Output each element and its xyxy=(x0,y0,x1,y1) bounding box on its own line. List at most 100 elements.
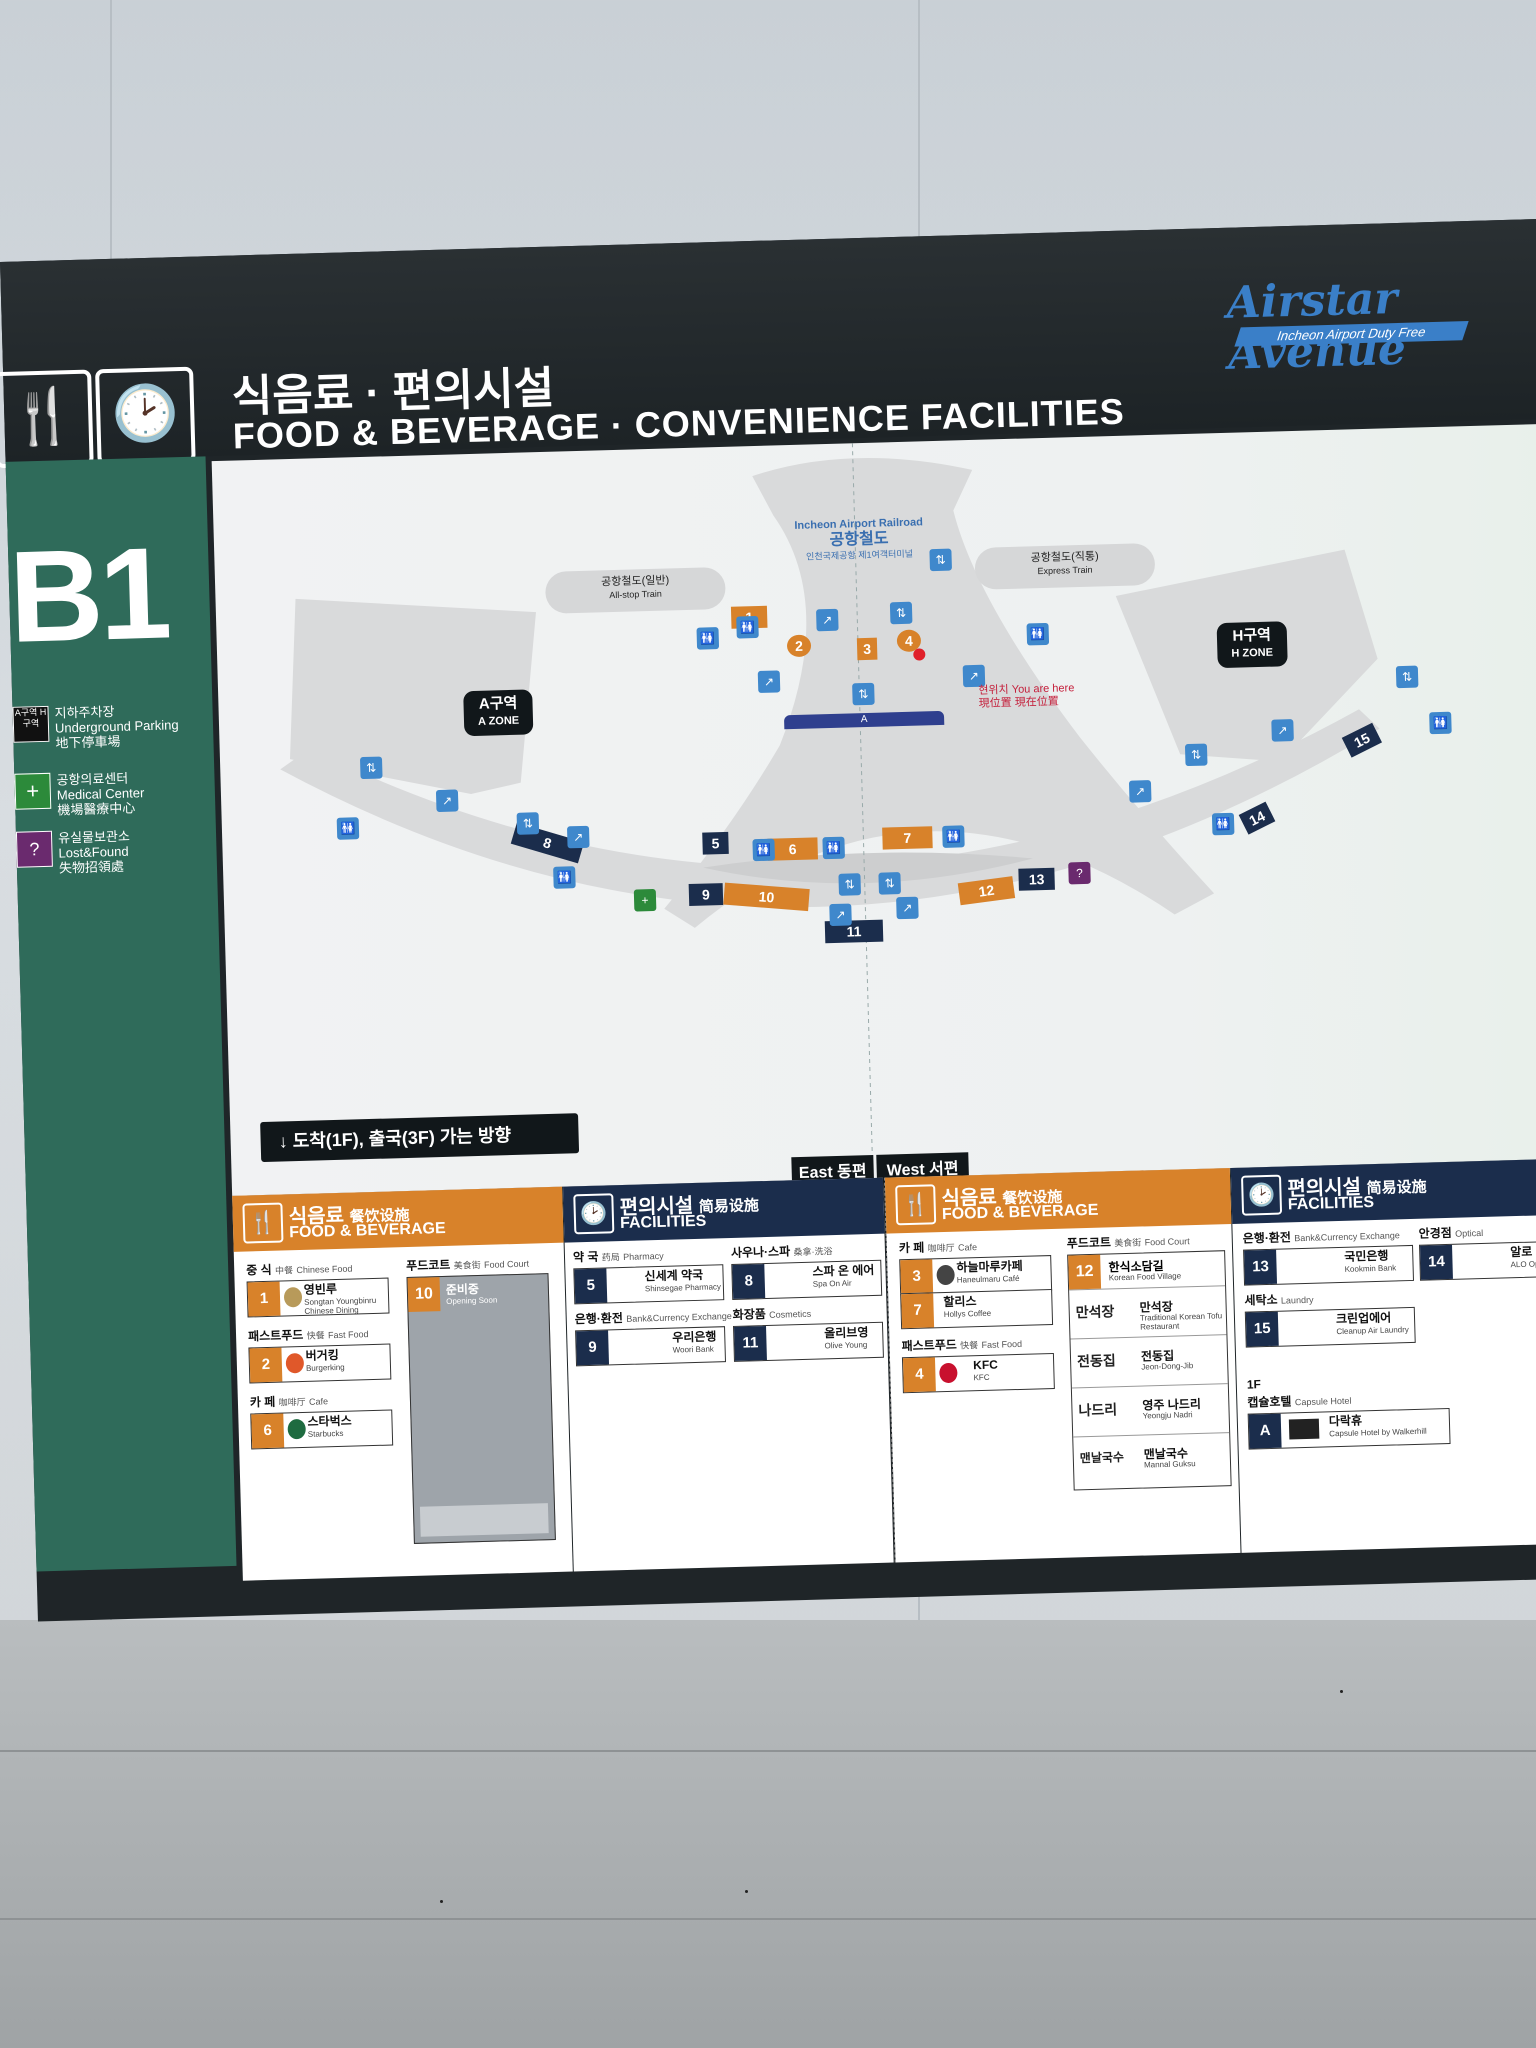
cat-bank: 은행·환전 Bank&Currency Exchange xyxy=(574,1306,732,1327)
directory-entry-1[interactable]: 1 영빈루 Songtan Youngbinru Chinese Dining xyxy=(246,1277,390,1318)
cat-fastfood: 패스트푸드 快餐 Fast Food xyxy=(248,1324,369,1344)
shop-9[interactable]: 9 xyxy=(688,883,724,907)
cat-cafe-west-kr: 카 페 xyxy=(898,1240,925,1256)
shop-13[interactable]: 13 xyxy=(1018,867,1055,891)
foodcourt-row[interactable]: 맨날국수 맨날국수 Mannal Guksu xyxy=(1073,1433,1230,1487)
foodcourt-row[interactable]: 전동집 전동집 Jeon-Dong-Jib xyxy=(1070,1335,1228,1389)
foodcourt-header-row: 12 한식소담길 Korean Food Village xyxy=(1068,1251,1226,1291)
cat-foodcourt-west-kr: 푸드코트 xyxy=(1066,1235,1112,1251)
cat-fast-en: Fast Food xyxy=(327,1329,369,1341)
zone-a-shape xyxy=(289,598,536,795)
cat-foodcourt: 푸드코트 美食街 Food Court xyxy=(406,1254,529,1274)
cat-fast-west-cn: 快餐 xyxy=(960,1340,979,1351)
kfc-logo-icon xyxy=(939,1362,958,1384)
entry-number: 9 xyxy=(576,1330,610,1366)
directory-entry-14[interactable]: 14 알로 ALO Optical xyxy=(1418,1240,1536,1281)
person-clock-icon: 🕑 xyxy=(573,1193,615,1235)
escalator-icon: ↗ xyxy=(435,789,459,813)
entry-title: 크린업에어 xyxy=(1335,1310,1392,1327)
entry-subtitle: Hollys Coffee xyxy=(943,1308,992,1320)
shop-7[interactable]: 7 xyxy=(882,826,933,850)
restroom-icon: 🚻 xyxy=(1429,711,1452,735)
escalator-icon: ↗ xyxy=(829,903,852,927)
entry-number: 6 xyxy=(251,1413,285,1449)
directory-entry-a[interactable]: A 다락휴 Capsule Hotel by Walkerhill xyxy=(1247,1407,1451,1450)
escalator-icon: ↗ xyxy=(896,896,919,920)
cat-chinese-en: Chinese Food xyxy=(296,1263,353,1276)
fc-subtitle: Mannal Guksu xyxy=(1143,1459,1196,1470)
directory-entry-8[interactable]: 8 스파 온 에어 Spa On Air xyxy=(731,1259,883,1300)
fork-knife-icon: 🍴 xyxy=(0,369,94,469)
directory-entry-6[interactable]: 6 스타벅스 Starbucks xyxy=(250,1409,394,1450)
directory-sign: 🍴 🕑 식음료 · 편의시설 FOOD & BEVERAGE · CONVENI… xyxy=(0,218,1536,1622)
fc-logo: 나드리 xyxy=(1078,1402,1118,1420)
directory-entry-5[interactable]: 5 신세계 약국 Shinsegae Pharmacy xyxy=(573,1264,725,1305)
zone-h-en: H ZONE xyxy=(1231,646,1274,660)
panel-west-fac-en: FACILITIES xyxy=(1287,1194,1375,1214)
elevator-icon: ⇅ xyxy=(889,601,913,625)
directory-entry-15[interactable]: 15 크린업에어 Cleanup Air Laundry xyxy=(1244,1306,1416,1348)
directory-entry-7[interactable]: 7 할리스 Hollys Coffee xyxy=(900,1289,1054,1330)
shop-3[interactable]: 3 xyxy=(856,637,878,661)
here-kr: 현위치 xyxy=(978,684,1009,697)
entry-subtitle: Shinsegae Pharmacy xyxy=(644,1282,722,1294)
cat-chinese: 중 식 中餐 Chinese Food xyxy=(246,1259,353,1279)
foodcourt-placeholder xyxy=(419,1503,549,1537)
entry-number: A xyxy=(1248,1413,1282,1449)
elevator-icon: ⇅ xyxy=(929,548,952,572)
foodcourt-block-12[interactable]: 12 한식소담길 Korean Food Village 만석장 만석장 Tra… xyxy=(1067,1250,1232,1491)
directory-entry-9[interactable]: 9 우리은행 Woori Bank xyxy=(575,1326,727,1367)
entry-number: 1 xyxy=(247,1281,281,1317)
zone-a-kr: A구역 xyxy=(478,694,518,713)
shop-5[interactable]: 5 xyxy=(702,831,729,855)
legend-medical-text: 공항의료센터 Medical Center 機場醫療中心 xyxy=(56,768,217,818)
cat-optical-en: Optical xyxy=(1455,1227,1484,1239)
cat-cafe-kr: 카 페 xyxy=(249,1394,276,1410)
cat-foodcourt-en: Food Court xyxy=(483,1258,530,1270)
panel-west-food-en: FOOD & BEVERAGE xyxy=(941,1201,1099,1224)
elevator-icon: ⇅ xyxy=(878,872,902,895)
cat-pharmacy-en: Pharmacy xyxy=(623,1250,664,1262)
floor-dot xyxy=(440,1900,443,1903)
foodcourt-row[interactable]: 만석장 만석장 Traditional Korean Tofu Restaura… xyxy=(1069,1286,1227,1340)
haneulmaru-logo-icon xyxy=(936,1264,955,1286)
cat-foodcourt-kr: 푸드코트 xyxy=(405,1257,451,1274)
fc-logo: 전동집 xyxy=(1076,1353,1116,1371)
entry-subtitle: Opening Soon xyxy=(446,1295,498,1306)
directory-entry-13[interactable]: 13 국민은행 Kookmin Bank xyxy=(1243,1244,1415,1286)
entry-number: 15 xyxy=(1245,1311,1279,1347)
cat-bank-west-kr: 은행·환전 xyxy=(1242,1230,1292,1246)
entry-subtitle: Korean Food Village xyxy=(1108,1271,1182,1283)
floor-dot xyxy=(1340,1690,1343,1693)
entry-subtitle: Kookmin Bank xyxy=(1344,1263,1397,1274)
fork-knife-icon: 🍴 xyxy=(242,1202,284,1244)
fc-subtitle: Traditional Korean Tofu Restaurant xyxy=(1139,1311,1223,1332)
floor-sidebar: B1 A구역 H구역 지하주차장 Underground Parking 地下停… xyxy=(5,456,237,1572)
panel-west-fac-cn: 简易设施 xyxy=(1366,1178,1427,1198)
escalator-icon: ↗ xyxy=(757,670,781,693)
brand-logo: Airstar Avenue Incheon Airport Duty Free xyxy=(1196,269,1528,380)
entry-number: 12 xyxy=(1068,1254,1102,1290)
cat-cosmetics-en: Cosmetics xyxy=(769,1308,812,1320)
fork-knife-icon: 🍴 xyxy=(895,1184,937,1226)
medical-cross-icon: + xyxy=(14,772,52,810)
entry-title: 신세계 약국 xyxy=(644,1267,704,1284)
directory-entry-4[interactable]: 4 KFC KFC xyxy=(901,1352,1055,1394)
entry-subtitle: Starbucks xyxy=(307,1428,344,1439)
elevator-icon: ⇅ xyxy=(1395,665,1419,689)
floor-label: B1 xyxy=(7,519,170,670)
cat-fast-west-kr: 패스트푸드 xyxy=(901,1337,958,1354)
foodcourt-row[interactable]: 나드리 영주 나드리 Yeongju Nadri xyxy=(1071,1384,1230,1438)
restroom-icon: 🚻 xyxy=(336,817,360,840)
zone-a-en: A ZONE xyxy=(477,714,520,728)
shop-6[interactable]: 6 xyxy=(767,837,818,861)
cat-laundry: 세탁소 Laundry xyxy=(1244,1290,1313,1309)
foodcourt-block-10[interactable]: 10 준비중 Opening Soon xyxy=(406,1273,556,1544)
restroom-icon: 🚻 xyxy=(942,825,965,848)
cat-cafe-en: Cafe xyxy=(308,1396,329,1407)
directory-entry-2[interactable]: 2 버거킹 Burgerking xyxy=(248,1343,392,1384)
panel-west-fac-header: 🕑 편의시설 简易设施 FACILITIES xyxy=(1230,1158,1536,1224)
map-center-line xyxy=(851,443,874,1178)
panel-west-facilities: 🕑 편의시설 简易设施 FACILITIES 은행·환전 Bank&Curren… xyxy=(1230,1158,1536,1553)
directory-entry-11[interactable]: 11 올리브영 Olive Young xyxy=(732,1321,884,1362)
